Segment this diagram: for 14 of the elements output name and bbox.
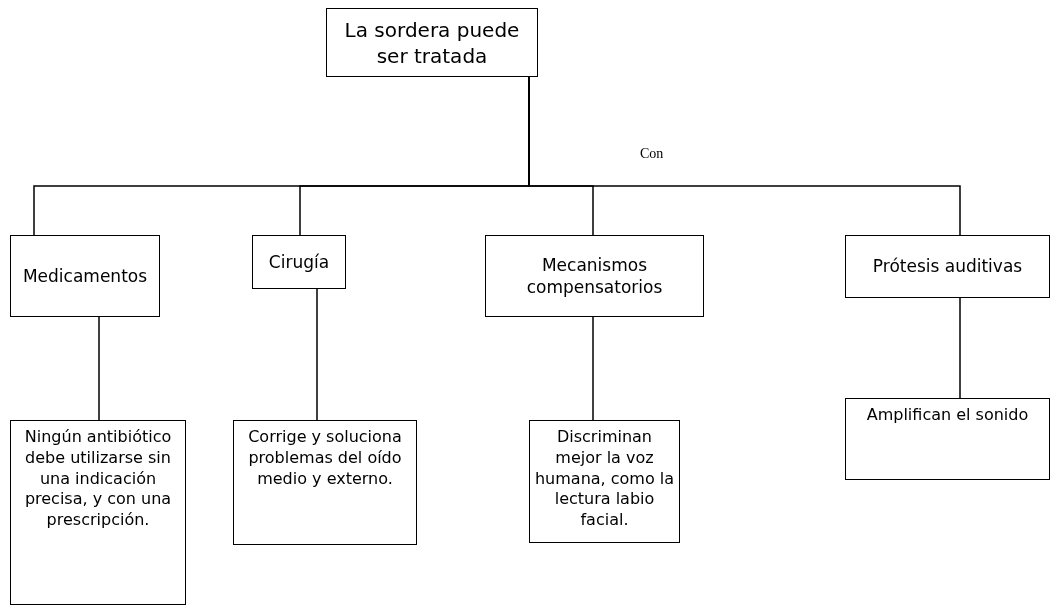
category-box: Medicamentos — [10, 235, 160, 317]
description-box: Corrige y soluciona problemas del oído medio y externo. — [233, 420, 417, 545]
category-box: Cirugía — [252, 235, 346, 289]
connector-label: Con — [640, 146, 664, 162]
description-box: Ningún antibiótico debe utilizarse sin una indicación precisa, y con una prescripción. — [10, 420, 186, 605]
connector-line — [959, 297, 961, 399]
connector-line — [592, 316, 594, 421]
description-box: Discriminan mejor la voz humana, como la lectura labio facial. — [529, 420, 680, 543]
topic-box: La sordera puede ser tratada — [326, 8, 538, 77]
connector-line — [98, 316, 100, 421]
description-box: Amplifican el sonido — [845, 398, 1050, 480]
category-box: Mecanismos compensatorios — [485, 235, 704, 317]
category-box: Prótesis auditivas — [845, 235, 1050, 298]
connector-line — [316, 288, 318, 421]
